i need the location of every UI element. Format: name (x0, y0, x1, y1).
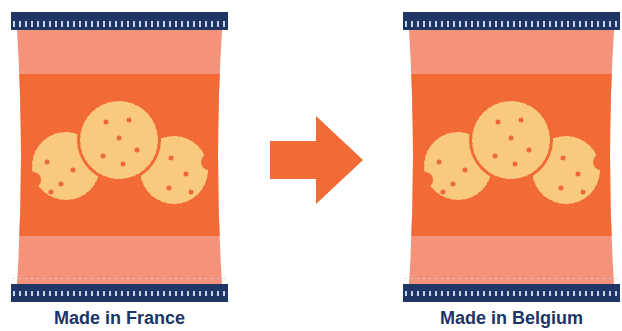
product-bag: Made in Belgium (403, 12, 620, 329)
chip-bag (403, 12, 620, 302)
block-arrow (270, 116, 363, 204)
chip-bag (11, 12, 228, 302)
arrow-shape (270, 116, 363, 204)
origin-caption: Made in Belgium (403, 308, 620, 328)
origin-caption: Made in France (11, 308, 228, 328)
product-bag: Made in France (11, 12, 228, 329)
